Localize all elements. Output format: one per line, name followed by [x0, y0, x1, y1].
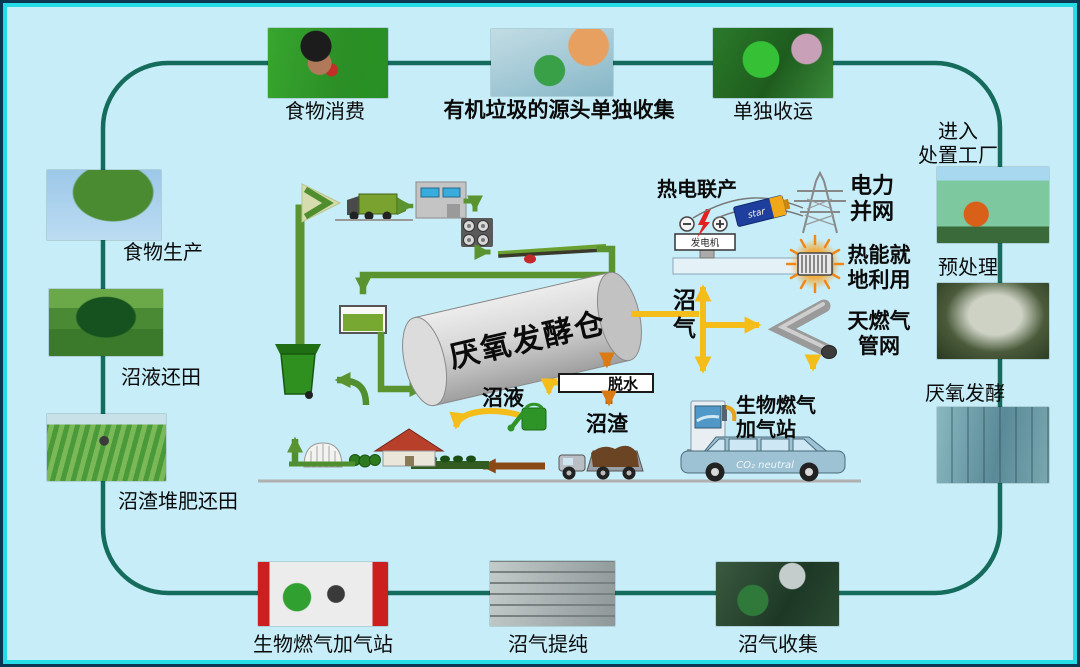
- battery-icon: star: [733, 195, 791, 227]
- photo-biogas-station: [258, 562, 388, 626]
- label-dewater: 脱水: [607, 375, 638, 393]
- generator-label: 发电机: [691, 237, 720, 249]
- gas-pipe-icon: [767, 299, 837, 359]
- label-enter-plant: 进入 处置工厂: [918, 119, 998, 167]
- label-food-production: 食物生产: [123, 240, 203, 264]
- label-gas-pipeline: 天燃气 管网: [847, 309, 911, 358]
- farm-house-icon: [373, 428, 445, 467]
- label-gas-station: 生物燃气加气站: [253, 632, 393, 656]
- label-pretreatment: 预处理: [938, 255, 998, 279]
- svg-text:star: star: [747, 207, 768, 221]
- label-slurry: 沼液: [482, 386, 524, 410]
- label-chp: 热电联产: [657, 177, 737, 201]
- label-separate-transport: 单独收运: [733, 99, 813, 123]
- mixing-tank-icon: [339, 305, 387, 334]
- shredder-rollers-icon: [461, 218, 493, 247]
- photo-residue-field: [47, 414, 166, 481]
- label-slurry-field: 沼液还田: [121, 365, 201, 389]
- photo-anaerobic-plant: [937, 407, 1049, 483]
- digester-tank-icon: [402, 271, 642, 407]
- label-power-grid: 电力 并网: [849, 174, 894, 225]
- photo-source-collection: [491, 29, 613, 96]
- diagram-graphics: star: [100, 60, 1003, 596]
- radiator-icon: [785, 234, 845, 294]
- label-source-collection: 有机垃圾的源头单独收集: [443, 98, 675, 122]
- label-residue: 沼渣: [586, 412, 628, 436]
- photo-purification: [490, 561, 615, 626]
- photo-treatment-plant: [937, 167, 1049, 243]
- photo-slurry-spreading: [49, 289, 163, 356]
- label-food-consumption: 食物消费: [285, 99, 365, 123]
- car-icon: CO₂ neutral: [680, 436, 846, 482]
- photo-food-consumption: [268, 28, 388, 98]
- lightning-icon: [697, 209, 711, 238]
- label-anaerobic: 厌氧发酵: [925, 381, 1005, 405]
- power-pylon-icon: [794, 170, 846, 234]
- garbage-truck-icon: [335, 193, 413, 221]
- waste-delivery-flow: [295, 181, 616, 397]
- photo-pretreatment: [937, 283, 1049, 359]
- label-heat-use: 热能就 地利用: [847, 243, 911, 292]
- compost-dome-icon: [303, 442, 343, 468]
- digestate-flow: [258, 344, 861, 483]
- sorting-conveyor-icon: [497, 243, 607, 264]
- label-collection: 沼气收集: [738, 632, 818, 656]
- photo-food-production: [47, 170, 161, 240]
- label-fill-station: 生物燃气 加气站: [736, 393, 816, 441]
- watering-can-icon: [507, 402, 547, 432]
- residue-truck-icon: [558, 445, 644, 480]
- reception-building-icon: [415, 181, 467, 219]
- photo-biogas-collection: [716, 562, 839, 626]
- svg-text:CO₂ neutral: CO₂ neutral: [736, 460, 794, 471]
- biogas-flow: [449, 284, 822, 430]
- label-purification: 沼气提纯: [508, 632, 588, 656]
- green-bin-icon: [275, 344, 321, 399]
- label-residue-field: 沼渣堆肥还田: [118, 489, 238, 513]
- label-biogas: 沼气: [673, 288, 696, 342]
- photo-separate-transport: [713, 28, 833, 98]
